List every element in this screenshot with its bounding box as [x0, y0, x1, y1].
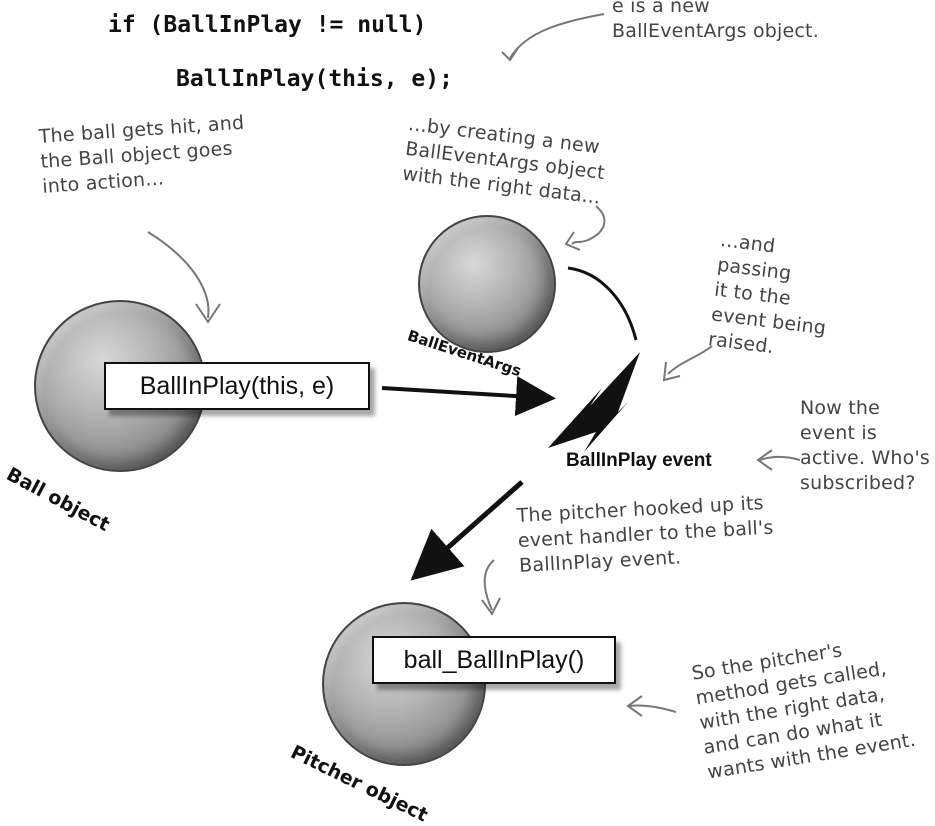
ball-method-text: BallInPlay(this, e) — [139, 371, 335, 400]
note-arrow-creating-head — [564, 231, 581, 251]
note-arrow-hooked — [483, 559, 495, 611]
args-connector — [567, 266, 638, 341]
note-line: Now the — [800, 397, 880, 419]
handler-arrow — [410, 480, 524, 581]
ball-method-box: BallInPlay(this, e) — [104, 362, 370, 410]
note-line: subscribed? — [800, 472, 916, 494]
call-arrow — [381, 376, 556, 417]
ballinplay-event-label: BallInPlay event — [566, 450, 712, 471]
note-line: active. Who's — [800, 447, 931, 469]
note-arrow-active — [759, 456, 801, 461]
note-arrow-method-head — [626, 695, 643, 717]
pitcher-object-sphere — [322, 602, 486, 766]
ball-event-args-sphere — [418, 215, 556, 353]
note-e-new-args: e is a new BallEventArgs object. — [612, 0, 819, 44]
lightning-bolt-icon — [548, 352, 640, 452]
note-arrow-passing-head — [662, 361, 681, 382]
note-arrow-method — [629, 704, 677, 713]
code-line-call: BallInPlay(this, e); — [176, 66, 453, 92]
code-line-if: if (BallInPlay != null) — [108, 12, 427, 38]
pitcher-method-text: ball_BallInPlay() — [403, 645, 585, 674]
pitcher-method-box: ball_BallInPlay() — [372, 636, 616, 684]
note-arrow-e — [509, 13, 605, 59]
note-arrow-ball-head — [195, 303, 221, 324]
note-line: e is a new — [612, 0, 710, 17]
note-arrow-passing — [667, 345, 713, 375]
note-line: event is — [800, 422, 877, 444]
note-arrow-creating — [571, 205, 606, 245]
note-arrow-active-head — [756, 449, 773, 471]
note-line: BallEventArgs object. — [612, 20, 819, 42]
note-arrow-hooked-head — [481, 597, 501, 616]
note-arrow-e-head — [501, 47, 519, 62]
note-arrow-ball — [147, 231, 210, 319]
note-now-active: Now the event is active. Who's subscribe… — [800, 396, 930, 496]
